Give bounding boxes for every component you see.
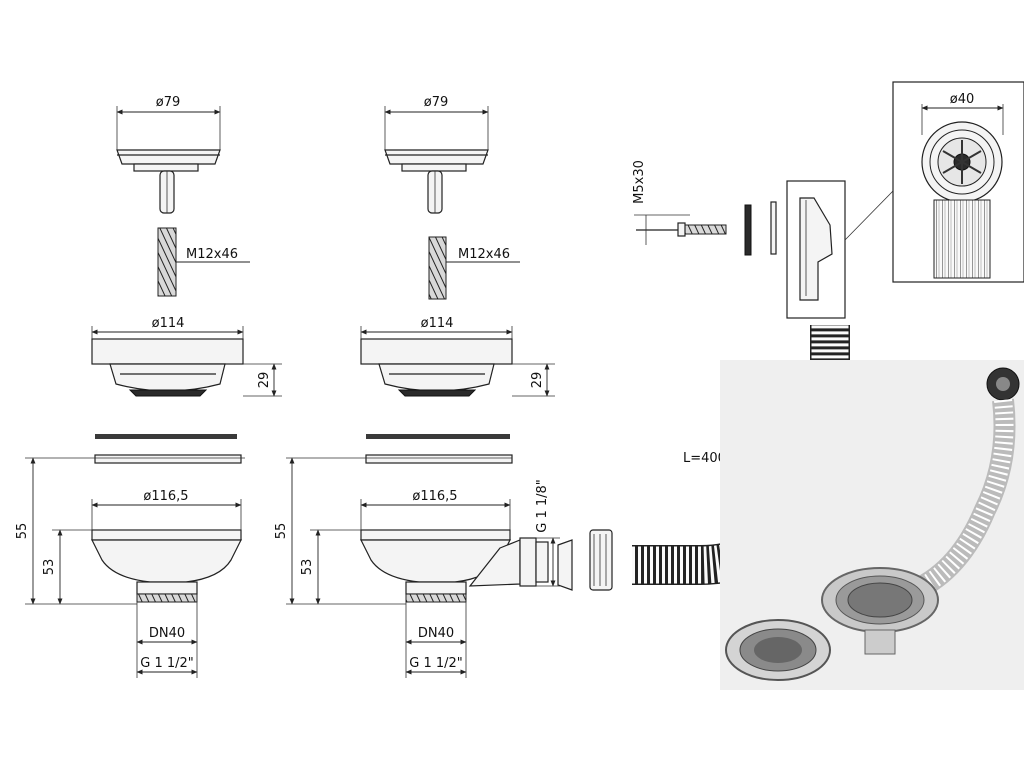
diameter-79-middle-label: ø79	[424, 95, 449, 110]
screw-m12-left-label: M12x46	[186, 247, 238, 262]
drain-body-left	[91, 529, 242, 603]
overflow-detail-box	[892, 81, 1024, 283]
height-53-middle-label: 53	[300, 559, 315, 576]
screw-m5	[634, 201, 777, 256]
thread-g112-left-label: G 1 1/2"	[140, 656, 194, 671]
sink-flange-middle	[360, 338, 513, 397]
thread-g112-middle-label: G 1 1/2"	[409, 656, 463, 671]
height-55-middle-label: 55	[274, 523, 289, 540]
screw-m12-middle-label: M12x46	[458, 247, 510, 262]
column-middle: ø79 M12x46 ø114 29	[274, 95, 560, 678]
strainer-basket-middle	[384, 149, 489, 214]
screw-m12-left	[157, 227, 177, 297]
height-29-middle-label: 29	[530, 372, 545, 389]
drain-body-middle	[360, 529, 549, 603]
hose-length-label: L=400	[683, 451, 726, 466]
height-55-left-label: 55	[15, 523, 30, 540]
thread-g118-label: G 1 1/8"	[535, 479, 550, 533]
column-left: ø79 M12x46 ø114 29	[15, 95, 282, 678]
diameter-79-left-label: ø79	[156, 95, 181, 110]
diameter-114-left-label: ø114	[152, 316, 185, 331]
sink-flange-left	[91, 338, 244, 397]
gasket-bottom-middle	[365, 454, 513, 464]
dn40-middle-label: DN40	[418, 626, 454, 641]
product-photo	[720, 360, 1024, 690]
diameter-114-middle-label: ø114	[421, 316, 454, 331]
diameter-40-label: ø40	[950, 92, 975, 107]
strainer-basket-left	[116, 149, 221, 214]
dn40-left-label: DN40	[149, 626, 185, 641]
hose-connector	[557, 529, 613, 591]
screw-m12-middle	[428, 236, 447, 300]
gasket-bottom-left	[94, 454, 242, 464]
diameter-1165-middle-label: ø116,5	[412, 489, 457, 504]
overflow-side-view	[786, 180, 894, 319]
height-53-left-label: 53	[42, 559, 57, 576]
gasket-top-left	[95, 434, 237, 439]
height-29-left-label: 29	[257, 372, 272, 389]
screw-m5-label: M5x30	[632, 160, 647, 204]
diameter-1165-left-label: ø116,5	[143, 489, 188, 504]
gasket-top-middle	[366, 434, 510, 439]
